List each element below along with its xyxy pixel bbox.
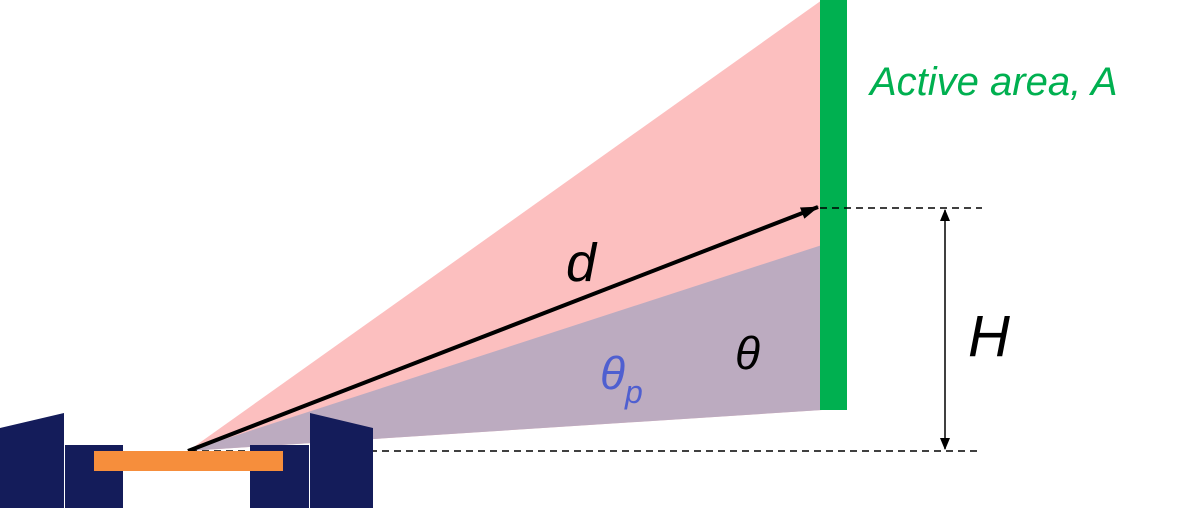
- distance-arrow: [187, 205, 819, 453]
- detector: [0, 413, 373, 508]
- detector-left-wing: [0, 413, 64, 508]
- theta-p-label: θp: [600, 347, 643, 408]
- projected-cone: [188, 245, 822, 451]
- theta-p-base: θ: [600, 347, 625, 399]
- detector-right-wing: [310, 413, 373, 508]
- theta-label: θ: [735, 327, 760, 379]
- active-area-label: Active area, A: [870, 60, 1118, 104]
- height-label: H: [968, 304, 1010, 369]
- source-bar: [94, 451, 283, 471]
- active-area-bar: [820, 0, 847, 410]
- theta-p-subscript: p: [624, 374, 643, 410]
- distance-label: d: [566, 233, 597, 293]
